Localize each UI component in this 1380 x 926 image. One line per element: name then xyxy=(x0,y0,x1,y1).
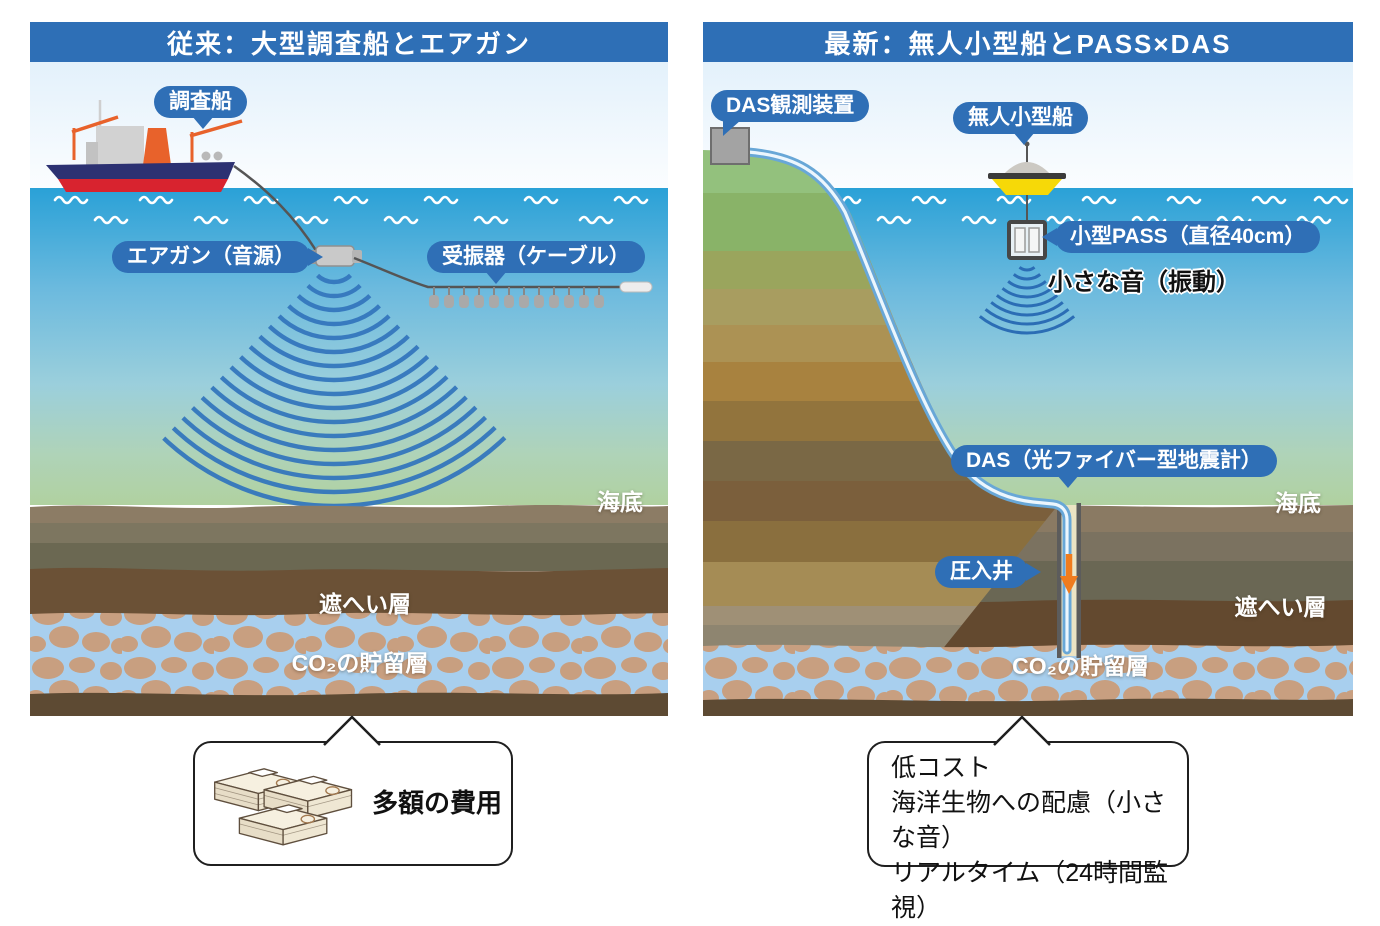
label-unmanned-boat-text: 無人小型船 xyxy=(968,106,1073,129)
label-das-device-text: DAS観測装置 xyxy=(726,94,855,117)
label-seal-layer: 遮へい層 xyxy=(1234,594,1327,620)
label-survey-ship: 調査船 xyxy=(154,86,247,129)
co2-reservoir-layer xyxy=(703,644,1353,702)
panel-title-conventional: 従来：大型調査船とエアガン xyxy=(30,22,668,62)
label-unmanned-boat: 無人小型船 xyxy=(953,102,1088,145)
pass-sound-waves xyxy=(950,258,1104,335)
label-seafloor: 海底 xyxy=(597,489,643,515)
label-small-sound: 小さな音（振動） xyxy=(1048,269,1240,296)
infographic-ccs-monitoring: { "left": { "title": "従来：大型調査船とエアガン", "l… xyxy=(30,22,1353,922)
ship-hull xyxy=(46,162,235,179)
label-seafloor: 海底 xyxy=(1275,490,1321,516)
benefit-realtime: リアルタイム（24時間監視） xyxy=(891,859,1169,922)
fiber-optic-cable xyxy=(743,147,1072,655)
seabed-strata xyxy=(30,505,668,716)
label-das-fiber: DAS（光ファイバー型地震計） xyxy=(951,445,1277,488)
label-survey-ship-text: 調査船 xyxy=(169,90,232,113)
money-bundle-front xyxy=(238,804,328,846)
pointer xyxy=(1057,475,1079,488)
hydrophones xyxy=(429,287,604,308)
label-das-fiber-text: DAS（光ファイバー型地震計） xyxy=(966,449,1262,472)
seal-layer xyxy=(30,567,668,616)
pointer xyxy=(485,271,507,284)
pointer xyxy=(1042,228,1057,246)
pass-sound-source xyxy=(1007,220,1047,260)
callout-pointer xyxy=(323,715,381,746)
boat-dome xyxy=(1002,162,1052,176)
pointer xyxy=(308,248,323,266)
money-stacks-icon xyxy=(214,768,353,846)
label-pass: 小型PASS（直径40cm） xyxy=(1042,221,1321,253)
callout-benefits: 低コスト 海洋生物への配慮（小さな音） リアルタイム（24時間監視） xyxy=(867,741,1189,922)
cable-tail xyxy=(619,281,653,293)
label-das-device: DAS観測装置 xyxy=(711,90,870,136)
label-injection-well: 圧入井 xyxy=(935,556,1041,588)
label-airgun-text: エアガン（音源） xyxy=(127,245,295,268)
sea xyxy=(30,188,668,505)
survey-ship xyxy=(46,100,243,192)
benefit-marine-life: 海洋生物への配慮（小さな音） xyxy=(891,789,1167,852)
panel-conventional: 従来：大型調査船とエアガン xyxy=(30,22,668,716)
label-receiver-text: 受振器（ケーブル） xyxy=(442,245,630,268)
receiver-cable xyxy=(353,256,622,289)
callout-pointer xyxy=(993,715,1051,746)
callout-benefits-lines: 低コスト 海洋生物への配慮（小さな音） リアルタイム（24時間監視） xyxy=(891,751,1187,926)
callout-cost-text: 多額の費用 xyxy=(372,788,503,818)
label-airgun: エアガン（音源） xyxy=(112,241,323,273)
label-injection-well-text: 圧入井 xyxy=(950,560,1013,583)
tow-cable xyxy=(233,164,319,253)
label-co2-reservoir: CO₂の貯留層 xyxy=(1012,653,1149,679)
ship-superstructure xyxy=(96,126,144,165)
pointer xyxy=(723,120,741,136)
unmanned-boat xyxy=(988,141,1066,224)
scene-conventional xyxy=(30,62,668,716)
pointer xyxy=(1026,563,1041,581)
label-seal-layer: 遮へい層 xyxy=(319,591,411,617)
reservoir-and-basement xyxy=(703,644,1353,716)
panel-latest: 最新：無人小型船とPASS×DAS xyxy=(703,22,1353,716)
ship-funnel xyxy=(143,128,171,165)
label-receiver: 受振器（ケーブル） xyxy=(427,241,645,284)
panel-title-latest: 最新：無人小型船とPASS×DAS xyxy=(703,22,1353,62)
pointer xyxy=(1013,132,1035,145)
co2-reservoir-layer xyxy=(30,612,668,696)
label-pass-text: 小型PASS（直径40cm） xyxy=(1070,225,1306,248)
injection-flow-arrow xyxy=(1060,554,1078,594)
label-co2-reservoir: CO₂の貯留層 xyxy=(291,650,429,676)
callout-cost: 多額の費用 xyxy=(193,741,513,866)
boat-hull xyxy=(992,179,1062,195)
pointer xyxy=(192,116,214,129)
benefit-low-cost: 低コスト xyxy=(891,754,992,782)
